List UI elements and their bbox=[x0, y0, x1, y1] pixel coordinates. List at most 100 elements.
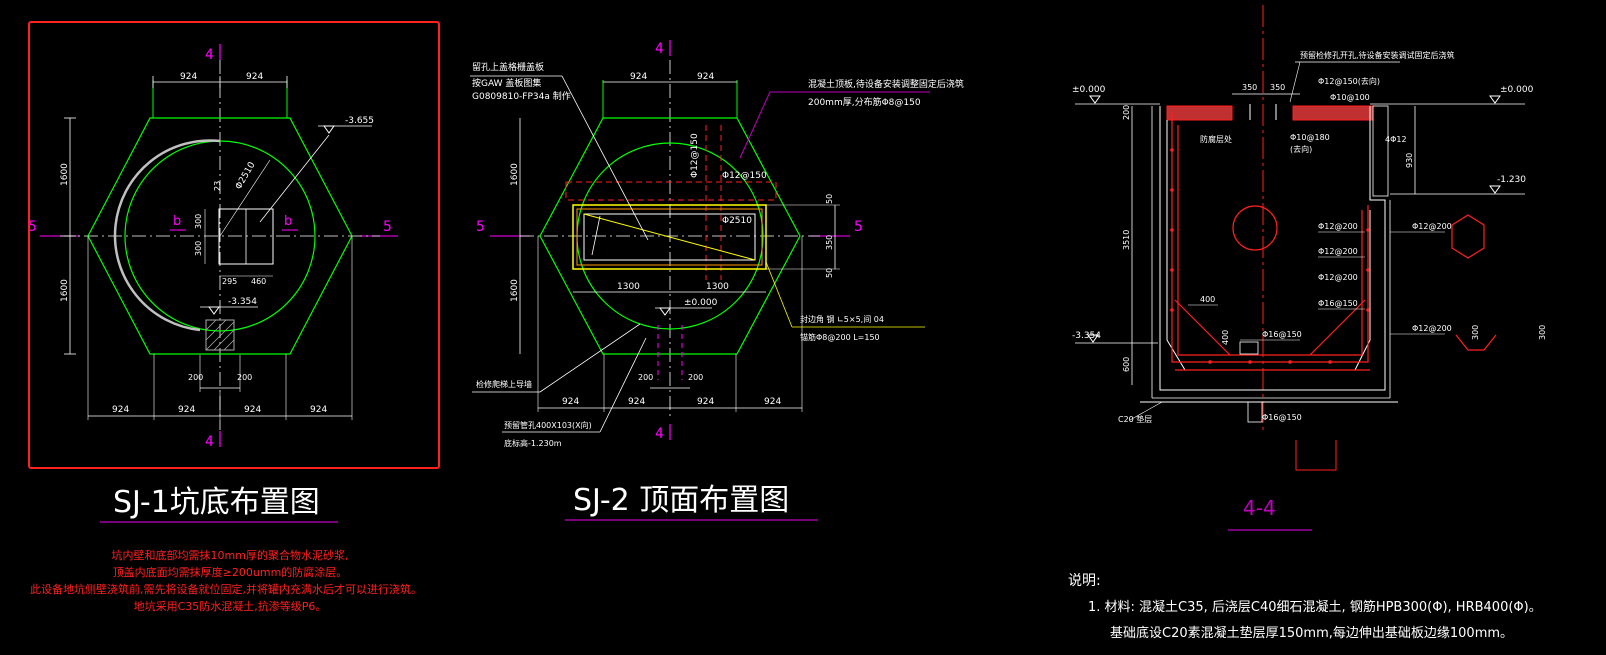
sj1-dim-23: 23 bbox=[213, 181, 222, 191]
sj2-dim-bottom-4: 924 bbox=[764, 397, 781, 407]
sj1-dim-bottom-2: 924 bbox=[178, 405, 195, 415]
sj2-dim-bottom-3: 924 bbox=[697, 397, 714, 407]
sec44-level-bottom: -3.354 bbox=[1072, 331, 1101, 341]
sec44-label-c20: C20 垫层 bbox=[1118, 414, 1152, 424]
sj2-label-right1: 混凝土顶板,待设备安装调整固定后浇筑 bbox=[808, 78, 964, 90]
sj2-section-left: 5 bbox=[476, 219, 485, 235]
sj2-section-top: 4 bbox=[655, 41, 664, 57]
sj2-dim-200a: 200 bbox=[638, 373, 653, 382]
sec44-level-left: ±0.000 bbox=[1072, 85, 1106, 95]
sj1-drawing: 4 4 5 5 924 924 bbox=[28, 21, 440, 523]
sj2-dim-top-right: 924 bbox=[697, 72, 714, 82]
sj2-level: ±0.000 bbox=[684, 298, 718, 308]
sj2-opening bbox=[572, 204, 767, 270]
sj2-dim-200b: 200 bbox=[688, 373, 703, 382]
sec44-rebar-12-200a: Φ12@200 bbox=[1318, 222, 1358, 231]
sj2-dia: Φ2510 bbox=[722, 216, 752, 226]
sec44-rebar-10-180: Φ10@180 bbox=[1290, 133, 1330, 142]
sec44-rebar-16-150b: Φ16@150 bbox=[1262, 330, 1302, 339]
sj2-label-right2: 200mm厚,分布筋Φ8@150 bbox=[808, 96, 921, 108]
sec44-title: 4-4 bbox=[1243, 496, 1276, 520]
sec44-rebar-12-200d: Φ12@200 bbox=[1412, 222, 1452, 231]
sj2-label-hole1: 预留管孔400X103(X向) bbox=[504, 420, 592, 430]
sj2-dim-50a: 50 bbox=[825, 194, 834, 204]
sj2-label-ladder: 检修爬梯上导墙 bbox=[476, 379, 532, 389]
sj1-dim-295: 295 bbox=[222, 277, 237, 286]
sj2-dim-left-bottom: 1600 bbox=[510, 279, 520, 302]
sj1-dim-460: 460 bbox=[251, 277, 266, 286]
sj1-dim-bottom-3: 924 bbox=[244, 405, 261, 415]
sec44-rebar-16-150a: Φ16@150 bbox=[1318, 299, 1358, 308]
sj1-dim-200a: 200 bbox=[188, 373, 203, 382]
sj1-note-4: 地坑采用C35防水混凝土,抗渗等级P6。 bbox=[133, 600, 327, 613]
sj2-dim-bottom-2: 924 bbox=[628, 397, 645, 407]
sj1-section-top: 4 bbox=[205, 47, 214, 63]
sec44-dim-400b: 400 bbox=[1221, 330, 1230, 345]
sec44-slab-right bbox=[1292, 105, 1374, 121]
sec44-rebar-top: Φ12@150(去向) bbox=[1318, 76, 1380, 86]
sj1-section-bottom: 4 bbox=[205, 434, 214, 450]
sj2-dim-350: 350 bbox=[825, 235, 834, 250]
sj1-section-left: 5 bbox=[28, 219, 37, 235]
sec44-rebar-10-180b: (去向) bbox=[1290, 144, 1312, 154]
sj1-cut-b-right: b bbox=[284, 214, 292, 229]
sec44-rebar-12-200c: Φ12@200 bbox=[1318, 273, 1358, 282]
sj1-dim-300b: 300 bbox=[194, 241, 203, 256]
sec44-dim-930: 930 bbox=[1405, 153, 1414, 168]
sj1-section-right: 5 bbox=[383, 219, 392, 235]
sj1-dim-200b: 200 bbox=[237, 373, 252, 382]
sj2-label-top1: 留孔上盖格栅盖板 bbox=[472, 61, 544, 73]
sj1-dim-bottom-1: 924 bbox=[112, 405, 129, 415]
sj1-hatch bbox=[205, 319, 235, 351]
sj2-angle2: 锚筋Φ8@200 L=150 bbox=[800, 332, 880, 342]
sec44-hex-detail bbox=[1451, 214, 1485, 259]
sj1-notes: 坑内壁和底部均需抹10mm厚的聚合物水泥砂浆, 顶盖内底面均需抹厚度≥200um… bbox=[30, 547, 422, 615]
sec44-rebar-12-200b: Φ12@200 bbox=[1318, 247, 1358, 256]
sj2-rebar-h: Φ12@150 bbox=[722, 171, 767, 181]
sec44-dim-200: 200 bbox=[1122, 105, 1131, 120]
sj2-angle1: 封边角 钢 ∟5×5,间 04 bbox=[800, 314, 884, 324]
sec44-slab-left bbox=[1166, 105, 1233, 121]
sec44-dim-300a: 300 bbox=[1471, 325, 1480, 340]
sj2-dim-50b: 50 bbox=[825, 268, 834, 278]
sec44-dim-350a: 350 bbox=[1242, 83, 1257, 92]
sj1-dim-300a: 300 bbox=[194, 214, 203, 229]
sj2-dim-bottom-1: 924 bbox=[562, 397, 579, 407]
sec44-dim-600: 600 bbox=[1122, 357, 1131, 372]
sj2-label-hole2: 底标高-1.230m bbox=[504, 438, 562, 448]
sj1-dim-bottom-4: 924 bbox=[310, 405, 327, 415]
sj1-note-2: 顶盖内底面均需抹厚度≥200umm的防腐涂层。 bbox=[112, 566, 348, 579]
selection-box[interactable] bbox=[28, 21, 440, 469]
sj1-title: SJ-1坑底布置图 bbox=[113, 485, 320, 520]
sec44-wall-left bbox=[1159, 106, 1386, 391]
sec44-rebar-16-150c: Φ16@150 bbox=[1262, 413, 1302, 422]
sj2-label-top2: 按GAW 盖板图集 bbox=[472, 77, 541, 89]
sj1-level-bottom: -3.354 bbox=[228, 297, 257, 307]
description-line1: 1. 材料: 混凝土C35, 后浇层C40细石混凝土, 钢筋HPB300(Φ),… bbox=[1088, 600, 1542, 615]
sec44-rebar-12-200e: Φ12@200 bbox=[1412, 324, 1452, 333]
sec44-rebar-10-100: Φ10@100 bbox=[1330, 93, 1370, 102]
sec44-top-note: 预留检修孔开孔,待设备安装调试固定后浇筑 bbox=[1300, 50, 1455, 60]
sj2-label-top3: G0809810-FP34a 制作 bbox=[472, 90, 571, 102]
sec44-pipe bbox=[1232, 205, 1278, 251]
sj1-dim-top-right: 924 bbox=[246, 72, 263, 82]
sj2-dim-1300a: 1300 bbox=[617, 282, 640, 292]
sec44-dim-3510: 3510 bbox=[1122, 230, 1131, 250]
sj2-title: SJ-2 顶面布置图 bbox=[573, 483, 789, 518]
section44-drawing: 预留检修孔开孔,待设备安装调试固定后浇筑 ±0.000 ±0.000 350 3… bbox=[1072, 5, 1547, 531]
sec44-dim-400a: 400 bbox=[1200, 295, 1215, 304]
sj1-dim-left-top: 1600 bbox=[60, 163, 70, 186]
sj1-level-top: -3.655 bbox=[345, 116, 374, 126]
sj2-dim-left-top: 1600 bbox=[510, 163, 520, 186]
sj2-dim-top-left: 924 bbox=[630, 72, 647, 82]
sec44-dim-350b: 350 bbox=[1270, 83, 1285, 92]
sec44-level-right: ±0.000 bbox=[1500, 85, 1534, 95]
description-heading: 说明: bbox=[1068, 573, 1101, 589]
sec44-rebar-4d12: 4Φ12 bbox=[1385, 135, 1407, 144]
sec44-label-left: 防腐层处 bbox=[1200, 134, 1232, 144]
sj1-cut-b-left: b bbox=[173, 214, 181, 229]
sj1-dim-top-left: 924 bbox=[180, 72, 197, 82]
sec44-level-mid: -1.230 bbox=[1497, 175, 1526, 185]
sj2-section-bottom: 4 bbox=[655, 426, 664, 442]
